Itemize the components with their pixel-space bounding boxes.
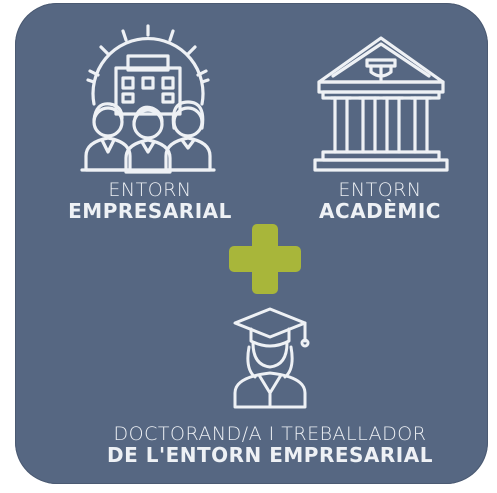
doctoral-label-line2: DE L'ENTORN EMPRESARIAL [107, 442, 433, 467]
university-building-icon [311, 30, 451, 180]
academic-label-line1: ENTORN [338, 179, 422, 201]
plus-icon [229, 224, 301, 294]
business-label: ENTORN EMPRESARIAL [60, 179, 240, 223]
business-label-line1: ENTORN [108, 179, 192, 201]
business-label-line2: EMPRESARIAL [68, 198, 232, 223]
business-team-factory-icon [78, 20, 218, 180]
doctoral-label: DOCTORAND/A I TREBALLADOR DE L'ENTORN EM… [100, 423, 440, 467]
academic-label-line2: ACADÈMIC [319, 198, 441, 223]
plus-vertical-bar [252, 224, 278, 294]
graduate-student-icon [227, 303, 313, 413]
academic-label: ENTORN ACADÈMIC [300, 179, 460, 223]
doctoral-label-line1: DOCTORAND/A I TREBALLADOR [113, 423, 427, 445]
